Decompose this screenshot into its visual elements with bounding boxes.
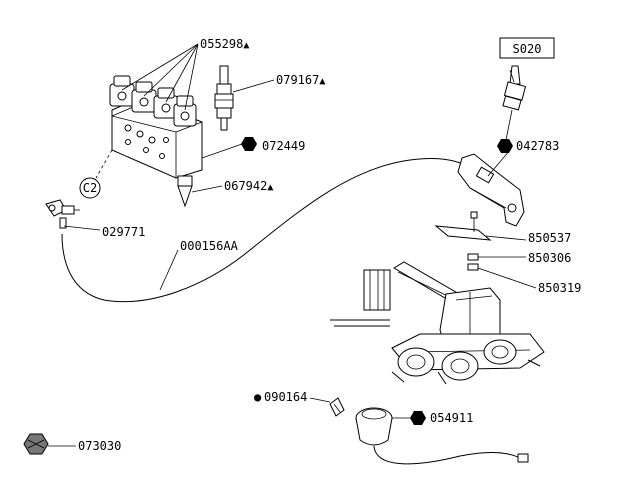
ref-029771: 029771 bbox=[102, 225, 145, 239]
washer-nut bbox=[467, 253, 479, 271]
svg-text:C2: C2 bbox=[83, 181, 97, 195]
ref-067942: 067942▲ bbox=[224, 179, 273, 193]
hexagon-marker-icon bbox=[241, 137, 257, 151]
lamp-054911 bbox=[355, 407, 529, 465]
leader-090164 bbox=[309, 397, 331, 403]
ref-000156AA: 000156AA bbox=[180, 239, 239, 253]
ref-850319: 850319 bbox=[538, 281, 581, 295]
mounting-bracket bbox=[457, 153, 525, 227]
leader-042783-up bbox=[505, 109, 513, 141]
callout-c2: C2 bbox=[79, 177, 101, 199]
ref-079167: 079167▲ bbox=[276, 73, 325, 87]
svg-text:●: ● bbox=[254, 390, 262, 404]
hexagon-marker-icon bbox=[410, 411, 426, 425]
leader-000156AA bbox=[159, 249, 179, 291]
boxed-label-s020: S020 bbox=[499, 37, 555, 59]
ref-042783: 042783 bbox=[516, 139, 559, 153]
fitting-029771 bbox=[45, 199, 80, 229]
solenoid-coils bbox=[109, 75, 197, 127]
leader-850319 bbox=[477, 267, 537, 289]
telehandler-machine bbox=[330, 261, 545, 385]
switch-sensor bbox=[502, 65, 527, 111]
cable-000156AA bbox=[61, 157, 471, 303]
ref-055298: 055298▲ bbox=[200, 37, 249, 51]
leader-029771 bbox=[63, 225, 101, 231]
hexagon-marker-icon bbox=[497, 139, 513, 153]
valve-spike bbox=[177, 175, 193, 208]
leader-079167 bbox=[232, 79, 275, 93]
leader-850537 bbox=[485, 235, 527, 241]
bullet-090164: ● bbox=[254, 390, 262, 404]
crate-icon bbox=[23, 433, 49, 455]
ref-072449: 072449 bbox=[262, 139, 305, 153]
ref-850537: 850537 bbox=[528, 231, 571, 245]
ref-054911: 054911 bbox=[430, 411, 473, 425]
svg-text:S020: S020 bbox=[513, 42, 542, 56]
leader-067942 bbox=[191, 185, 223, 193]
round-cover bbox=[329, 397, 345, 417]
valve-block bbox=[109, 75, 203, 208]
leader-042783 bbox=[487, 149, 511, 177]
dashed-link bbox=[95, 149, 113, 179]
leader-055298 bbox=[121, 43, 199, 111]
plate-850537 bbox=[434, 211, 492, 241]
pressure-sensor bbox=[214, 65, 234, 131]
ref-073030: 073030 bbox=[78, 439, 121, 453]
leader-072449 bbox=[201, 143, 243, 159]
ref-090164: 090164 bbox=[264, 390, 307, 404]
ref-850306: 850306 bbox=[528, 251, 571, 265]
